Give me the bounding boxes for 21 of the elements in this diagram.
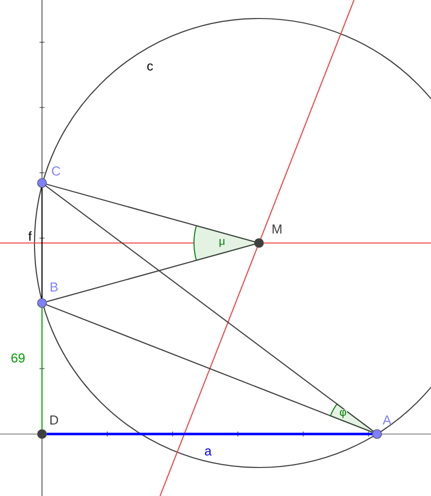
edge-label: a <box>203 447 213 457</box>
line-segment <box>46 184 255 242</box>
point: D <box>37 416 58 439</box>
point: C <box>37 166 60 188</box>
node-label: B <box>50 282 58 292</box>
point: M <box>254 224 282 248</box>
node-label: A <box>382 416 392 424</box>
line-segment <box>46 244 255 302</box>
point: B <box>37 282 58 308</box>
line-segment <box>46 304 373 433</box>
line-segment <box>46 432 372 436</box>
object-label: c <box>147 63 153 71</box>
line-segment <box>46 185 374 432</box>
point: A <box>372 416 392 439</box>
edge-label: f <box>27 230 33 242</box>
line-segment <box>41 188 43 298</box>
node-label: D <box>50 416 58 424</box>
line-segment <box>41 308 43 430</box>
node-label: M <box>272 224 282 234</box>
node-label: C <box>52 166 60 176</box>
edge-label: 69 <box>10 352 26 364</box>
